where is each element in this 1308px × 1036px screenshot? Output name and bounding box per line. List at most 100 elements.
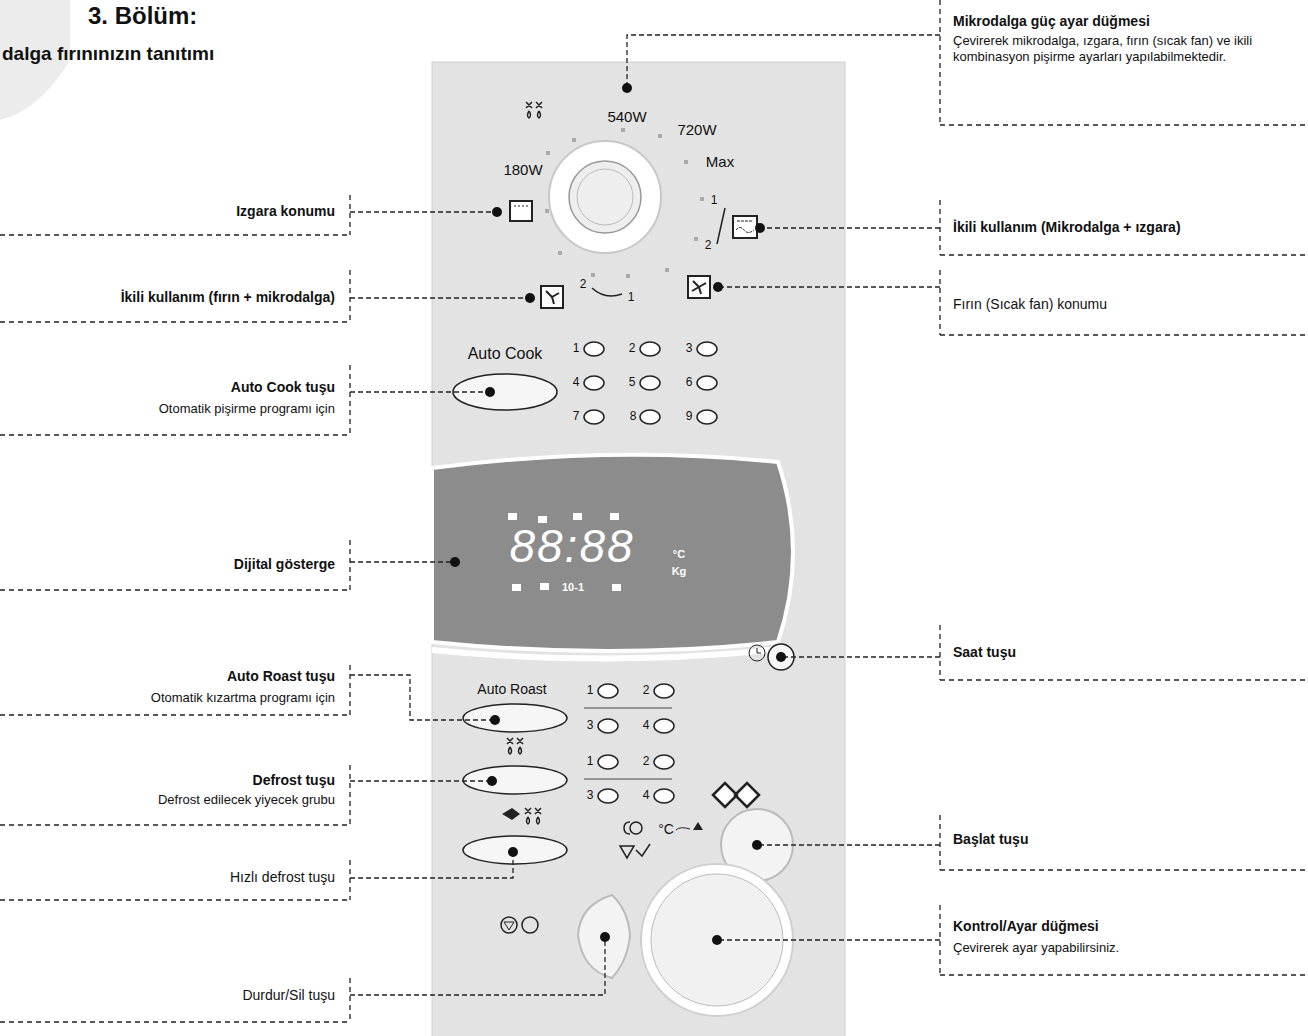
- callout-rule: [0, 1021, 350, 1022]
- dial-tick: [626, 274, 630, 278]
- callout-rule: [0, 714, 350, 715]
- leader-line: [718, 286, 940, 287]
- leader-line: [627, 35, 940, 88]
- food-pictogram: [697, 376, 717, 390]
- leader-line: [350, 937, 605, 995]
- clock-button: [768, 644, 794, 670]
- food-pictogram: [654, 719, 674, 733]
- callout-bracket: [349, 765, 350, 825]
- food-pictogram: [598, 789, 618, 803]
- callout-label: Hızlı defrost tuşu: [230, 869, 335, 885]
- dial-tick: [665, 268, 669, 272]
- food-pictogram: [640, 342, 660, 356]
- dial-tick: [545, 209, 549, 213]
- callout-bracket: [349, 195, 350, 235]
- panel-number: 1: [587, 684, 594, 698]
- food-pictogram: [654, 755, 674, 769]
- weight-time-symbol: [624, 822, 642, 834]
- stop-button: [578, 895, 630, 978]
- divider-line: [584, 708, 672, 779]
- dial-tick: [558, 251, 562, 255]
- leader-dot: [508, 847, 518, 857]
- callout-rule: [940, 334, 1308, 335]
- leader-dot: [492, 207, 502, 217]
- leader-line: [717, 939, 940, 940]
- callout-label: Auto Cook tuşu: [231, 379, 335, 395]
- food-pictogram: [697, 342, 717, 356]
- section-title: 3. Bölüm:: [88, 2, 197, 30]
- panel-number: 5: [629, 376, 636, 390]
- defrost-symbol: [526, 102, 542, 118]
- power-dial-inner: [577, 169, 633, 225]
- food-pictogram: [584, 376, 604, 390]
- callout-label: İkili kullanım (Mikrodalga + ızgara): [953, 219, 1181, 235]
- callout-rule: [0, 234, 350, 235]
- callout-label: Defrost tuşu: [253, 772, 335, 788]
- callout-rule: [940, 974, 1308, 975]
- display-indicator: [612, 584, 621, 591]
- food-pictogram: [584, 342, 604, 356]
- panel-label: °C: [658, 821, 674, 837]
- clock-symbol: [749, 645, 765, 661]
- callout-rule: [0, 589, 350, 590]
- power-dial-ring: [549, 141, 661, 253]
- leader-line: [350, 675, 495, 720]
- dial-tick: [572, 138, 576, 142]
- food-pictogram: [654, 684, 674, 698]
- display-window: [432, 455, 793, 651]
- panel-number: 2: [643, 684, 650, 698]
- dial-tick: [694, 237, 698, 241]
- leader-dot: [487, 776, 497, 786]
- callout-label: Izgara konumu: [236, 203, 335, 219]
- dial-tick: [684, 160, 688, 164]
- leader-dot: [776, 652, 786, 662]
- leader-dot: [755, 223, 765, 233]
- callout-label: Çevirerek ayar yapabilirsiniz.: [953, 941, 1119, 956]
- callout-label: Çevirerek mikrodalga, ızgara, fırın (sıc…: [953, 33, 1258, 66]
- defrost-symbol: [507, 738, 523, 754]
- panel-number: 1: [711, 194, 718, 208]
- dial-tick: [658, 134, 662, 138]
- combo-grill-icon: [733, 216, 757, 238]
- quick-defrost-symbol: [502, 808, 520, 820]
- callout-label: Auto Roast tuşu: [227, 668, 335, 684]
- panel-label: 180W: [503, 161, 542, 178]
- leader-line: [350, 852, 513, 878]
- dial-tick: [546, 151, 550, 155]
- power-dial-knob: [569, 161, 641, 233]
- leader-dot: [712, 935, 722, 945]
- leader-line: [760, 227, 940, 228]
- quick-defrost-button: [463, 836, 567, 864]
- dial-tick: [700, 197, 704, 201]
- panel-number: 2: [629, 342, 636, 356]
- panel-number: 3: [686, 342, 693, 356]
- panel-number: 1: [628, 291, 635, 305]
- panel-number: 3: [587, 719, 594, 733]
- grill-icon: [510, 201, 532, 221]
- dial-tick: [621, 128, 625, 132]
- callout-bracket: [939, 270, 940, 335]
- panel-label: Auto Roast: [477, 681, 546, 697]
- callout-rule: [0, 434, 350, 435]
- food-pictogram: [640, 376, 660, 390]
- callout-rule: [940, 254, 1308, 255]
- quick-defrost-symbol: [525, 808, 541, 824]
- panel-art: [0, 0, 845, 1036]
- leader-dot: [713, 282, 723, 292]
- callout-bracket: [349, 978, 350, 1022]
- callout-label: Başlat tuşu: [953, 831, 1028, 847]
- panel-number: °C: [673, 548, 685, 561]
- combo-bracket: [592, 288, 622, 296]
- callout-bracket: [349, 665, 350, 715]
- combo-fan-icon: [541, 286, 563, 308]
- food-pictogram: [598, 719, 618, 733]
- callout-label: Defrost edilecek yiyecek grubu: [158, 793, 335, 808]
- display-indicator: [512, 584, 521, 591]
- leader-dot: [600, 932, 610, 942]
- clock-symbol: [757, 648, 761, 653]
- panel-number: 4: [643, 789, 650, 803]
- leader-line: [350, 780, 492, 781]
- panel-number: Kg: [672, 565, 687, 578]
- food-pictogram: [598, 755, 618, 769]
